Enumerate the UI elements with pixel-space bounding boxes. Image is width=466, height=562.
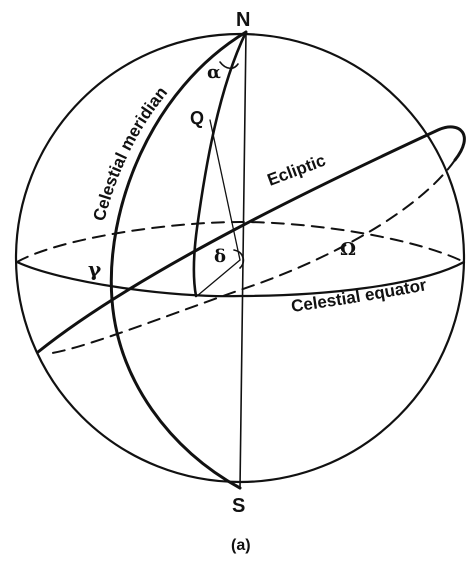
south-pole-label: S xyxy=(232,495,245,517)
hour-circle xyxy=(192,30,248,298)
ecliptic-front xyxy=(36,125,466,354)
north-pole-label: N xyxy=(236,9,250,31)
alpha-arc xyxy=(219,61,239,70)
delta-arc xyxy=(233,249,245,269)
star-direction-line xyxy=(209,119,241,261)
ecliptic-back xyxy=(45,159,456,355)
star-label: Q xyxy=(190,108,204,128)
ecliptic-label: Ecliptic xyxy=(265,151,328,190)
vernal-equinox-label: γ xyxy=(88,257,102,281)
delta-label: δ xyxy=(214,246,226,267)
celestial-equator-front xyxy=(15,260,466,298)
ascending-node-label: Ω xyxy=(340,239,356,260)
celestial-equator-label: Celestial equator xyxy=(290,275,428,316)
figure-caption: (a) xyxy=(231,537,251,554)
celestial-meridian-label: Celestial meridian xyxy=(90,83,172,223)
celestial-meridian xyxy=(109,30,248,490)
equator-radius-line xyxy=(196,259,241,297)
alpha-label: α xyxy=(207,62,221,83)
celestial-equator-back xyxy=(16,221,465,263)
